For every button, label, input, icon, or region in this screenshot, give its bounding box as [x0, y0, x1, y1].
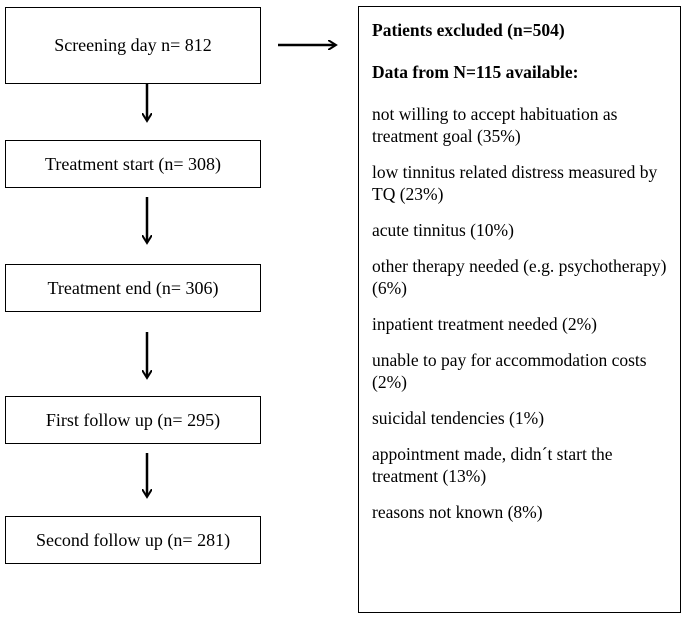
- excluded-patients-box: Patients excluded (n=504) Data from N=11…: [358, 6, 681, 613]
- exclusion-reason: suicidal tendencies (1%): [372, 408, 545, 428]
- exclusion-reason: acute tinnitus (10%): [372, 220, 514, 240]
- excluded-title: Patients excluded (n=504): [372, 20, 565, 40]
- second-follow-up-box: Second follow up (n= 281): [5, 516, 261, 564]
- excluded-subtitle: Data from N=115 available:: [372, 62, 579, 82]
- treatment-end-label: Treatment end (n= 306): [47, 277, 219, 298]
- first-follow-up-label: First follow up (n= 295): [45, 409, 221, 430]
- exclusion-reason: low tinnitus related distress measured b…: [372, 162, 658, 204]
- exclusion-reason: not willing to accept habituation as tre…: [372, 104, 618, 146]
- exclusion-reason: inpatient treatment needed (2%): [372, 314, 597, 334]
- screening-day-label: Screening day n= 812: [54, 35, 212, 55]
- screening-day-box: Screening day n= 812: [5, 7, 261, 84]
- exclusion-reason: reasons not known (8%): [372, 502, 543, 522]
- first-follow-up-box: First follow up (n= 295): [5, 396, 261, 444]
- treatment-start-box: Treatment start (n= 308): [5, 140, 261, 188]
- treatment-start-label: Treatment start (n= 308): [45, 153, 221, 174]
- second-follow-up-label: Second follow up (n= 281): [35, 529, 231, 550]
- exclusion-reason: appointment made, didn´t start the treat…: [372, 444, 613, 486]
- exclusion-reason: unable to pay for accommodation costs (2…: [372, 350, 647, 392]
- exclusion-reason: other therapy needed (e.g. psychotherapy…: [372, 256, 667, 298]
- treatment-end-box: Treatment end (n= 306): [5, 264, 261, 312]
